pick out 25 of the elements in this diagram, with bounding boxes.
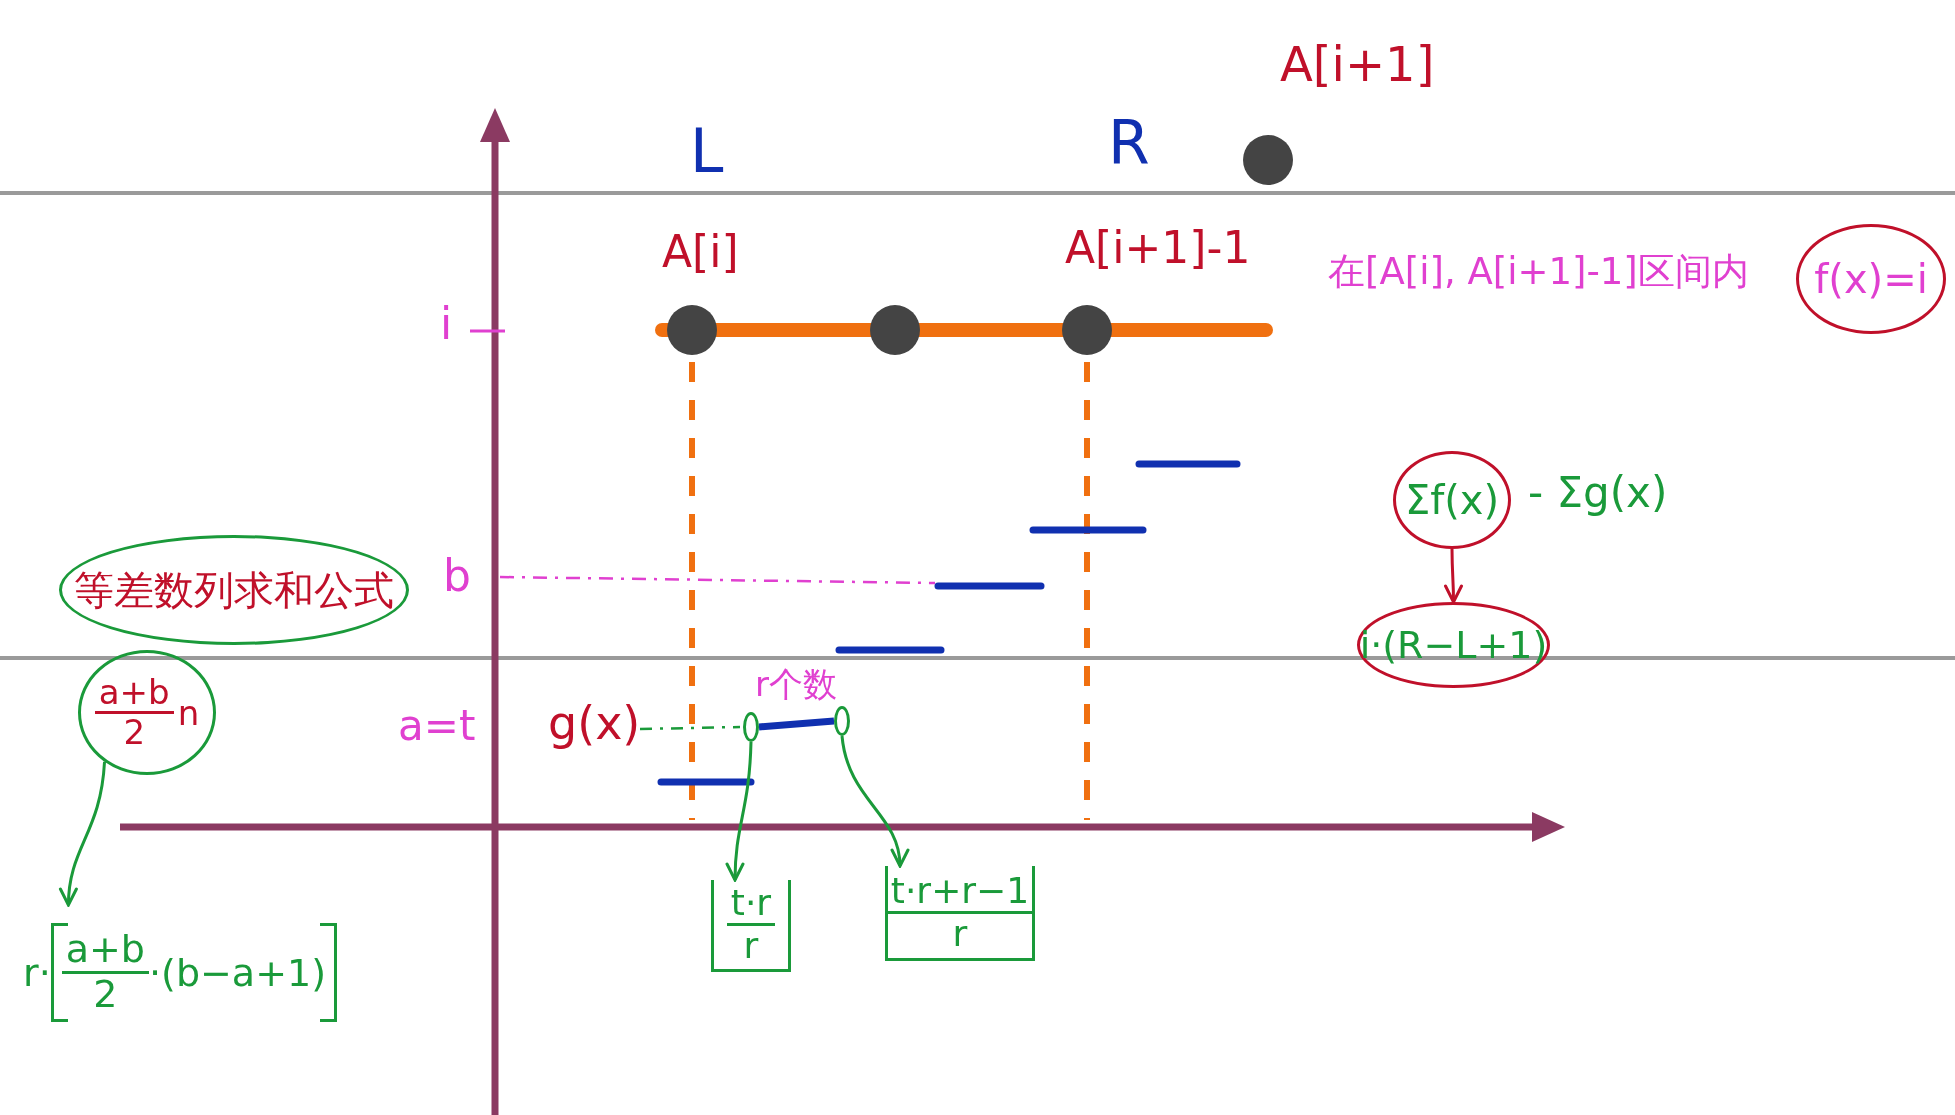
bound-label: R xyxy=(1108,110,1150,176)
count-label: r个数 xyxy=(755,666,837,704)
axis-label: i xyxy=(440,300,453,349)
floor-formula: t·r+r−1 r xyxy=(885,866,1035,961)
point-label: A[i+1]-1 xyxy=(1065,224,1251,273)
circled-formula: Σf(x) xyxy=(1393,451,1511,549)
endpoint-circle xyxy=(743,712,759,742)
arrow xyxy=(59,761,106,907)
interval-note: 在[A[i], A[i+1]-1]区间内 xyxy=(1328,252,1749,293)
axis-label: a=t xyxy=(398,703,476,750)
arrow xyxy=(840,735,909,868)
function-label: g(x) xyxy=(548,698,641,749)
circled-formula: i·(R−L+1) xyxy=(1357,602,1550,688)
arrow xyxy=(725,741,753,882)
arrow xyxy=(1443,549,1463,604)
endpoint-circle xyxy=(834,706,850,736)
point-label: A[i] xyxy=(662,228,739,277)
step-segment xyxy=(758,717,835,731)
axis-label: b xyxy=(443,552,471,601)
floor-formula: t·r r xyxy=(711,880,791,972)
formula-text: - Σg(x) xyxy=(1528,470,1668,517)
point-label: A[i+1] xyxy=(1280,38,1435,91)
bound-label: L xyxy=(690,118,724,184)
circled-formula: f(x)=i xyxy=(1796,224,1946,334)
circled-note: 等差数列求和公式 xyxy=(59,535,409,645)
